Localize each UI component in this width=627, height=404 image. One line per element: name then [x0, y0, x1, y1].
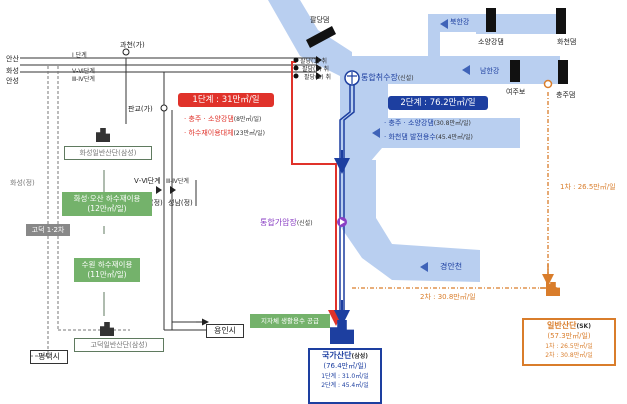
gwacheon-label: 과천(가) [120, 41, 145, 49]
intake-label: 통합취수장(신설) [361, 73, 414, 82]
dam-icons [306, 8, 568, 84]
pyeongtaek-box: 평택시 [30, 350, 68, 364]
hwaseong-plant-box: 화성일반산단(삼성) [64, 146, 152, 160]
pangyo-label: 판교(가) [128, 105, 153, 113]
line-stage-34: Ⅲ-Ⅳ단계 [72, 76, 95, 83]
chungju-dam-label: 충주댐 [556, 91, 576, 99]
line-valves [122, 48, 176, 194]
route-1-label: 1차 : 26.5만㎥/일 [560, 183, 616, 191]
hwacheon-dam-label: 화천댐 [557, 38, 577, 46]
stage2-item-1: · 충주 · 소양강댐(30.8만㎥/일) [384, 119, 471, 127]
seongnam-label: 성남(정) [168, 199, 193, 207]
intake-icon [344, 70, 360, 86]
route-2-label: 2차 : 30.8만㎥/일 [420, 293, 476, 301]
namhan-river-label: 남한강 [480, 67, 500, 75]
anseong-label: 안성 [6, 77, 19, 85]
gyeongan-river-label: 경안천 [440, 262, 463, 271]
paldang-gate-2: 팔당(2) 취 [302, 66, 329, 73]
stage1-item-2: · 하수재이용대체(23만㎥/일) [184, 129, 265, 137]
paldang-gate-1: 팔당(1) 취 [300, 58, 327, 65]
general-complex-box: 일반산단(SK) (57.3만㎥/일) 1차 : 26.5만㎥/일 2차 : 3… [522, 318, 616, 366]
stage1-banner: 1단계 : 31만㎥/일 [178, 93, 274, 107]
paldang-valves [293, 56, 322, 80]
iii-iv-stage-label: Ⅲ-Ⅳ단계 [166, 178, 189, 185]
stage2-line [339, 84, 355, 316]
hwaseong-osan-box: 화성·오산 하수재이용(12만㎥/일) [62, 192, 152, 216]
line-stage-5: Ⅴ-Ⅵ단계 [72, 68, 95, 75]
v-vi-stage-label: Ⅴ-Ⅵ단계 [134, 177, 161, 185]
river-system [268, 0, 560, 282]
stage1-line [291, 61, 337, 308]
yongin-box: 용인시 [206, 324, 244, 338]
paldang-dam-label: 팔당댐 [310, 16, 330, 24]
supply-box: 지자체 생활용수 공급 [250, 314, 330, 328]
soyang-dam-label: 소양강댐 [478, 38, 504, 46]
suwon-box: 수원 하수재이용(11만㎥/일) [74, 258, 140, 282]
line-stage-1: Ⅰ 단계 [72, 52, 87, 59]
stage1-item-1: · 충주 · 소양강댐(8만㎥/일) [184, 115, 262, 123]
chungju-valve [543, 79, 553, 89]
river-flow-arrows [372, 19, 470, 272]
paldang-gate-3: 팔당(3) 취 [304, 74, 331, 81]
stage2-banner: 2단계 : 76.2만㎥/일 [388, 96, 488, 110]
stage2-item-2: · 화천댐 발전용수(45.4만㎥/일) [384, 133, 473, 141]
bukhan-river-label: 북한강 [450, 18, 470, 26]
national-complex-box: 국가산단(삼성) (76.4만㎥/일) 1단계 : 31.0㎥/일 2단계 : … [308, 348, 382, 404]
hwaseong-jeong-label: 화성(정) [10, 179, 35, 187]
godeok-12-badge: 고덕 1·2차 [26, 224, 70, 236]
yeoju-label: 여주보 [506, 88, 526, 96]
godeok-plant-box: 고덕일반산단(삼성) [74, 338, 164, 352]
anyang-label: 안산 [6, 55, 19, 63]
dashed-lines [30, 66, 130, 360]
pump-label: 통합가압장(신설) [260, 218, 313, 227]
orange-routes [352, 92, 549, 289]
left-pipelines [20, 57, 316, 331]
hwaseong-label: 화성 [6, 67, 19, 75]
pump-icon [337, 217, 347, 227]
